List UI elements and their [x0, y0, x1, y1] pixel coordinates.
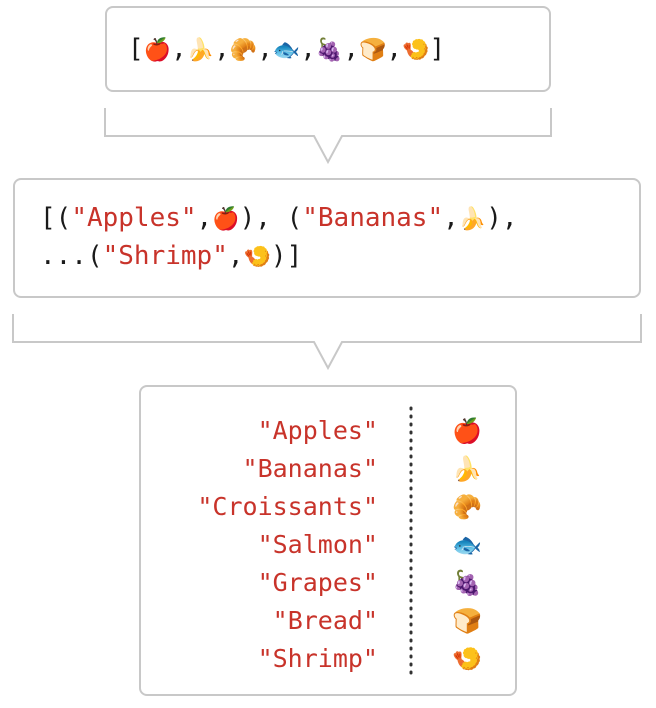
dict-key: "Salmon" [257, 530, 378, 559]
bracket-connector-2 [12, 314, 642, 371]
dict-key: "Bread" [272, 606, 378, 635]
array-close-bracket: ] [429, 34, 446, 64]
croissant-icon: 🥐 [229, 38, 258, 63]
array-literal: [🍎,🍌,🥐,🐟,🍇,🍞,🍤] [128, 34, 446, 64]
shrimp-icon: 🍤 [243, 245, 271, 270]
dictionary-values: 🍎 🍌 🥐 🐟 🍇 🍞 🍤 [452, 412, 482, 678]
tuples-line-2: ...("Shrimp",🍤)] [40, 241, 303, 271]
dict-key: "Croissants" [197, 492, 378, 521]
apple-icon: 🍎 [212, 207, 240, 232]
dict-key: "Shrimp" [257, 644, 378, 673]
apple-icon: 🍎 [143, 38, 172, 63]
array-box [105, 6, 551, 92]
dict-key: "Grapes" [257, 568, 378, 597]
dict-key: "Bananas" [242, 454, 378, 483]
fish-icon: 🐟 [272, 38, 301, 63]
tuple-key-apples: "Apples" [71, 203, 197, 233]
dictionary-box [139, 385, 517, 696]
fish-icon: 🐟 [452, 531, 482, 559]
banana-icon: 🍌 [452, 455, 482, 483]
array-open-bracket: [ [128, 34, 144, 64]
banana-icon: 🍌 [186, 38, 215, 63]
tuple-key-shrimp: "Shrimp" [102, 241, 228, 271]
shrimp-icon: 🍤 [452, 645, 482, 673]
bracket-connector-1 [104, 108, 552, 165]
shrimp-icon: 🍤 [402, 38, 430, 63]
dictionary-keys: "Apples" "Bananas" "Croissants" "Salmon"… [197, 412, 378, 678]
tuples-line-1: [("Apples",🍎), ("Bananas",🍌), [40, 203, 518, 233]
bread-icon: 🍞 [452, 607, 482, 635]
tuples-box [13, 178, 641, 298]
grapes-icon: 🍇 [452, 569, 482, 597]
bread-icon: 🍞 [358, 38, 387, 63]
tuple-key-bananas: "Bananas" [302, 203, 444, 233]
croissant-icon: 🥐 [452, 493, 482, 521]
dict-key: "Apples" [257, 416, 378, 445]
grapes-icon: 🍇 [315, 38, 344, 63]
banana-icon: 🍌 [458, 207, 487, 232]
apple-icon: 🍎 [452, 417, 482, 445]
